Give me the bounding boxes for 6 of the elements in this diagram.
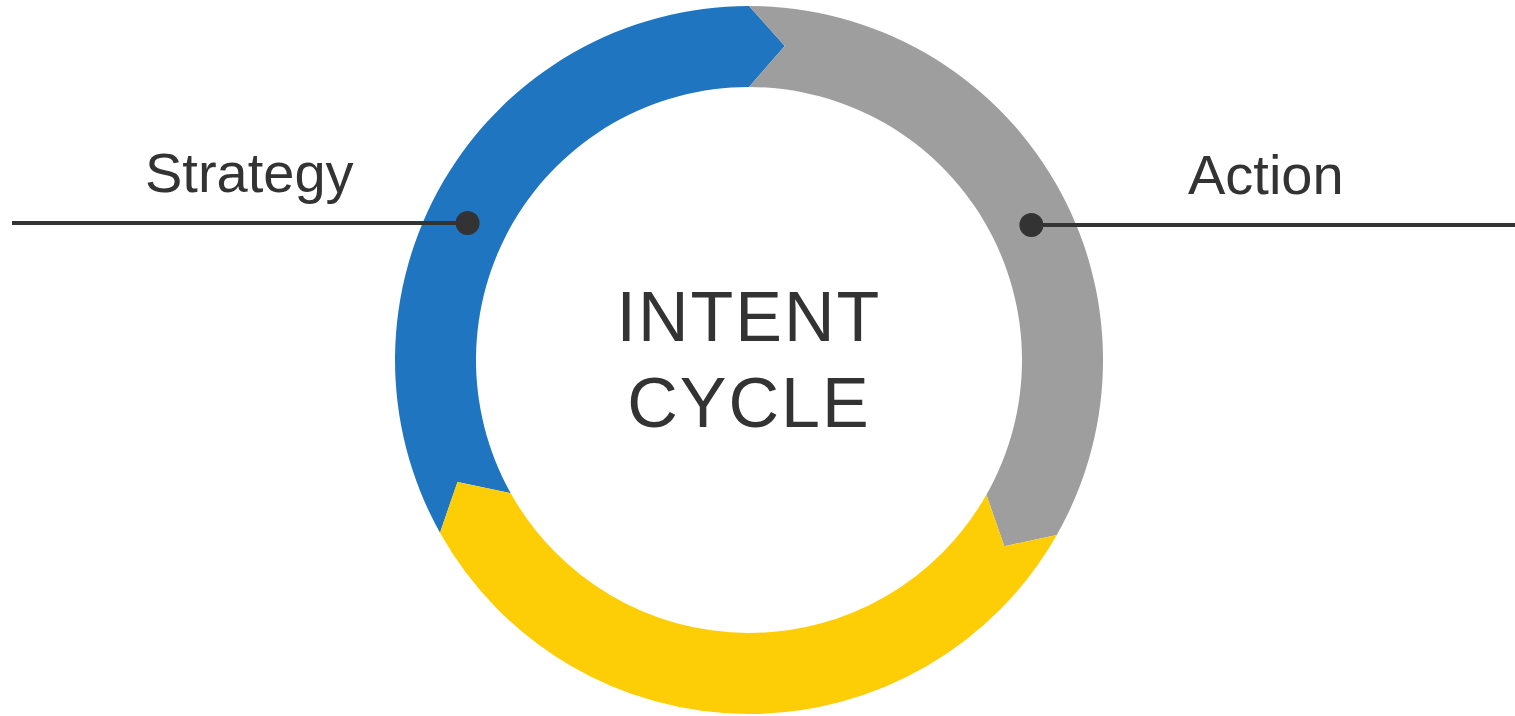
- leader-line: [10, 211, 480, 235]
- leader-label: Strategy: [145, 141, 354, 223]
- center-title: INTENT CYCLE: [615, 277, 883, 444]
- ring-segment: [440, 481, 1057, 714]
- leader-label: Action: [1188, 143, 1344, 225]
- leader-line: [1019, 213, 1515, 237]
